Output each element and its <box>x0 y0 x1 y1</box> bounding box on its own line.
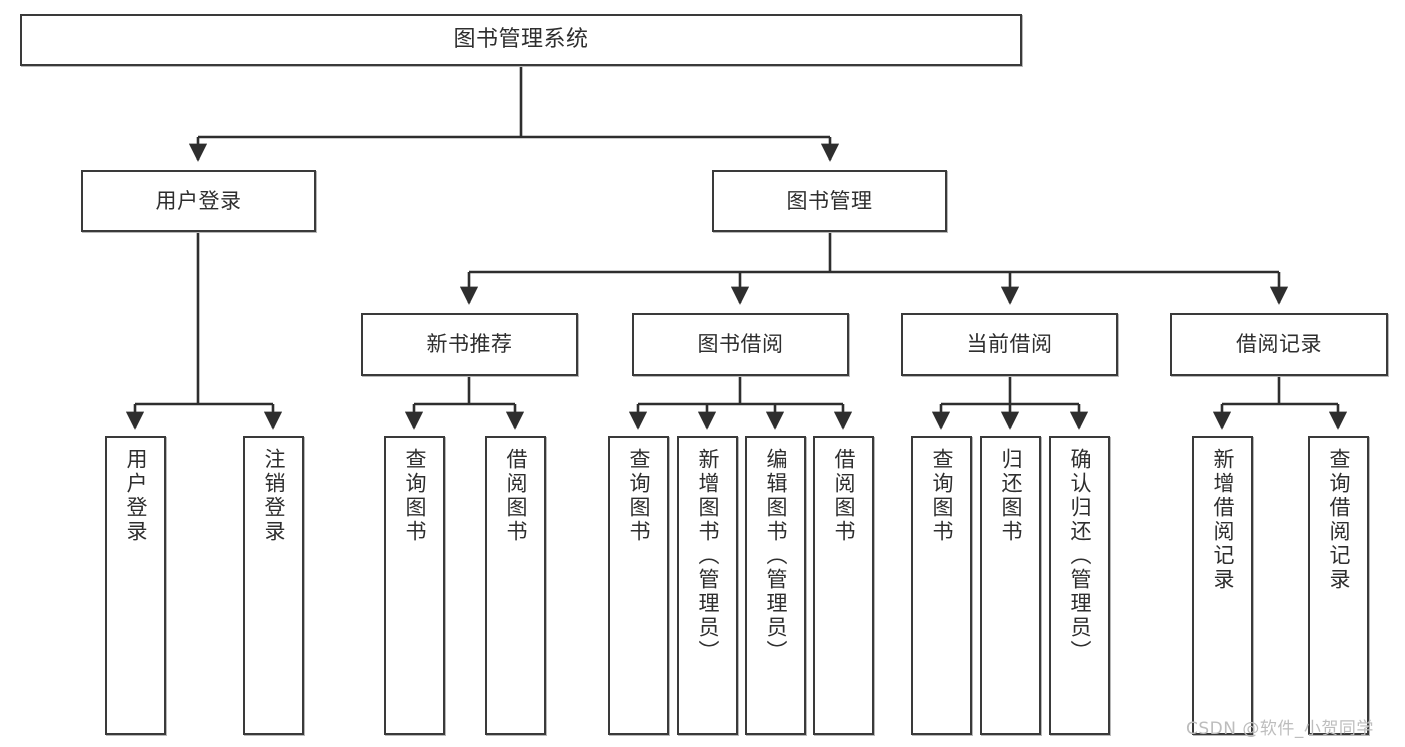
node-leaf-borrow-book-1-label: 借阅图书 <box>504 448 528 544</box>
node-book-borrow[interactable]: 图书借阅 <box>632 313 849 376</box>
node-leaf-add-record[interactable]: 新增借阅记录 <box>1192 436 1253 735</box>
node-leaf-return-book[interactable]: 归还图书 <box>980 436 1041 735</box>
node-leaf-borrow-book-2-label: 借阅图书 <box>832 448 856 544</box>
node-leaf-query-book-1-label: 查询图书 <box>403 448 427 544</box>
node-leaf-add-record-label: 新增借阅记录 <box>1211 448 1235 592</box>
node-new-book-rec[interactable]: 新书推荐 <box>361 313 578 376</box>
node-leaf-user-login[interactable]: 用户登录 <box>105 436 166 735</box>
node-current-borrow-label: 当前借阅 <box>966 332 1053 357</box>
node-borrow-record[interactable]: 借阅记录 <box>1170 313 1388 376</box>
node-leaf-query-book-2-label: 查询图书 <box>627 448 651 544</box>
node-new-book-rec-label: 新书推荐 <box>426 332 513 357</box>
node-book-manage-label: 图书管理 <box>786 188 873 213</box>
node-user-login[interactable]: 用户登录 <box>81 170 316 232</box>
node-leaf-query-record[interactable]: 查询借阅记录 <box>1308 436 1369 735</box>
node-leaf-query-record-label: 查询借阅记录 <box>1327 448 1351 592</box>
node-leaf-query-book-3[interactable]: 查询图书 <box>911 436 972 735</box>
node-leaf-query-book-3-label: 查询图书 <box>930 448 954 544</box>
node-leaf-add-book-label: 新增图书（管理员） <box>696 448 720 664</box>
node-leaf-logout[interactable]: 注销登录 <box>243 436 304 735</box>
node-leaf-add-book[interactable]: 新增图书（管理员） <box>677 436 738 735</box>
node-book-borrow-label: 图书借阅 <box>697 332 784 357</box>
node-leaf-borrow-book-2[interactable]: 借阅图书 <box>813 436 874 735</box>
node-book-manage[interactable]: 图书管理 <box>712 170 947 232</box>
node-root-label: 图书管理系统 <box>453 26 589 52</box>
node-leaf-edit-book-label: 编辑图书（管理员） <box>764 448 788 664</box>
node-borrow-record-label: 借阅记录 <box>1236 332 1322 357</box>
node-leaf-return-book-label: 归还图书 <box>999 448 1023 544</box>
node-leaf-query-book-2[interactable]: 查询图书 <box>608 436 669 735</box>
node-leaf-confirm-return[interactable]: 确认归还（管理员） <box>1049 436 1110 735</box>
node-root[interactable]: 图书管理系统 <box>20 14 1022 66</box>
node-leaf-user-login-label: 用户登录 <box>124 448 148 544</box>
node-leaf-confirm-return-label: 确认归还（管理员） <box>1068 448 1092 664</box>
node-current-borrow[interactable]: 当前借阅 <box>901 313 1118 376</box>
node-leaf-borrow-book-1[interactable]: 借阅图书 <box>485 436 546 735</box>
node-user-login-label: 用户登录 <box>155 188 242 213</box>
node-leaf-logout-label: 注销登录 <box>262 448 286 544</box>
watermark-text: CSDN @软件_小贺同学 <box>1186 719 1374 739</box>
node-leaf-edit-book[interactable]: 编辑图书（管理员） <box>745 436 806 735</box>
node-leaf-query-book-1[interactable]: 查询图书 <box>384 436 445 735</box>
